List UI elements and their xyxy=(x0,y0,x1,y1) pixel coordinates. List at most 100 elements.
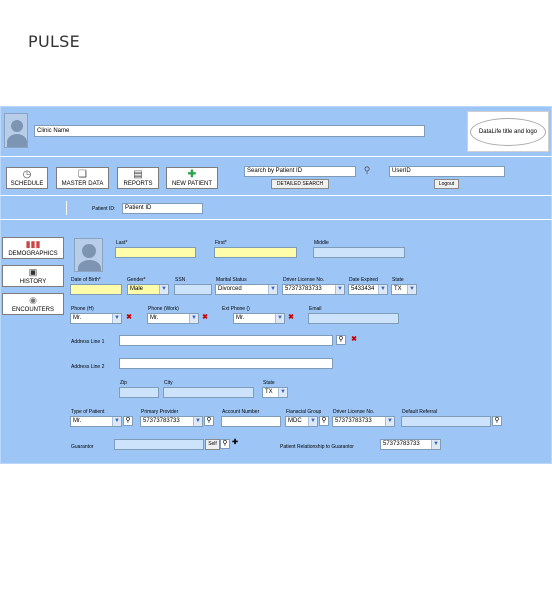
city-input[interactable] xyxy=(163,387,254,398)
chevron-down-icon[interactable]: ▼ xyxy=(308,417,317,426)
driver-license-select[interactable]: 57373783733 ▼ xyxy=(282,284,345,295)
new-patient-button[interactable]: ✚ NEW PATIENT xyxy=(166,167,218,189)
detailed-search-button[interactable]: DETAILED SEARCH xyxy=(271,179,329,189)
phone-work-select[interactable]: Mr. ▼ xyxy=(147,313,199,324)
chevron-down-icon[interactable]: ▼ xyxy=(431,440,440,449)
user-id-field[interactable]: UserID xyxy=(389,166,505,177)
date-expired-label: Date Expired xyxy=(349,277,378,283)
remove-phone-home-icon[interactable]: ✖ xyxy=(126,314,132,321)
select-value: Mr. xyxy=(73,315,82,321)
chevron-down-icon[interactable]: ▼ xyxy=(112,417,121,426)
address-line-2-label: Address Line 2 xyxy=(71,364,105,370)
divider xyxy=(0,195,552,196)
chevron-down-icon[interactable]: ▼ xyxy=(275,314,284,323)
add-icon[interactable]: ✚ xyxy=(232,439,238,446)
financial-group-label: Fianacial Group xyxy=(286,409,322,415)
chevron-down-icon[interactable]: ▼ xyxy=(189,314,198,323)
zip-input[interactable] xyxy=(119,387,159,398)
state-2-select[interactable]: TX ▼ xyxy=(262,387,288,398)
relationship-label: Patient Relationship to Guarantor xyxy=(280,444,354,450)
separator xyxy=(66,201,67,215)
default-referral-input[interactable] xyxy=(401,416,491,427)
state-2-label: State xyxy=(263,380,275,386)
driver-license-2-label: Driver License No. xyxy=(333,409,375,415)
select-value: 57373783733 xyxy=(335,418,372,424)
search-icon[interactable]: ⚲ xyxy=(220,439,230,449)
ext-phone-select[interactable]: Mr.▼ xyxy=(233,313,285,324)
patient-search-input[interactable]: Search by Patient ID xyxy=(244,166,356,177)
sidebar-demographics[interactable]: ▮▮▮ DEMOGRAPHICS xyxy=(2,237,64,259)
sidebar-history[interactable]: ▣ HISTORY xyxy=(2,265,64,287)
remove-ext-phone-icon[interactable]: ✖ xyxy=(288,314,294,321)
logo-box: DataLife title and logo xyxy=(467,111,549,152)
chevron-down-icon[interactable]: ▼ xyxy=(378,285,387,294)
guarantor-input[interactable] xyxy=(114,439,204,450)
patient-id-field[interactable]: Patient ID xyxy=(122,203,203,214)
select-value: 57373783733 xyxy=(285,286,322,292)
logout-button[interactable]: Logout xyxy=(434,179,459,189)
film-icon: ▣ xyxy=(28,267,38,277)
chevron-down-icon[interactable]: ▼ xyxy=(278,388,287,397)
address-line-1-input[interactable] xyxy=(119,335,333,346)
stethoscope-icon: ◉ xyxy=(29,295,37,305)
patient-photo-icon xyxy=(74,238,103,272)
select-value: Mr. xyxy=(73,418,82,424)
last-name-input[interactable] xyxy=(115,247,196,258)
dob-input[interactable] xyxy=(70,284,122,295)
relationship-select[interactable]: 57373783733▼ xyxy=(380,439,441,450)
dob-label: Date of Birth* xyxy=(71,277,101,283)
chevron-down-icon[interactable]: ▼ xyxy=(268,285,277,294)
city-label: City xyxy=(164,380,173,386)
schedule-button[interactable]: ◷ SCHEDULE xyxy=(6,167,48,189)
search-icon[interactable]: ⚲ xyxy=(363,165,371,175)
select-value: Male xyxy=(130,286,144,292)
address-line-2-input[interactable] xyxy=(119,358,333,369)
reports-button[interactable]: ▤ REPORTS xyxy=(117,167,159,189)
master-data-button[interactable]: ❏ MASTER DATA xyxy=(56,167,109,189)
email-input[interactable] xyxy=(308,313,399,324)
state-label: State xyxy=(392,277,404,283)
phone-home-select[interactable]: Mr. ▼ xyxy=(70,313,122,324)
primary-provider-select[interactable]: 57373783733▼ xyxy=(140,416,203,427)
remove-phone-work-icon[interactable]: ✖ xyxy=(202,314,208,321)
chevron-down-icon[interactable]: ▼ xyxy=(335,285,344,294)
marital-status-label: Marital Status xyxy=(216,277,247,283)
plus-circle-icon: ✚ xyxy=(187,169,197,180)
account-number-input[interactable] xyxy=(221,416,281,427)
chevron-down-icon[interactable]: ▼ xyxy=(385,417,394,426)
chevron-down-icon[interactable]: ▼ xyxy=(159,285,168,294)
chevron-down-icon[interactable]: ▼ xyxy=(193,417,202,426)
type-of-patient-label: Type of Patient xyxy=(71,409,105,415)
marital-status-select[interactable]: Divorced▼ xyxy=(215,284,278,295)
date-expired-select[interactable]: 5433434▼ xyxy=(348,284,388,295)
type-of-patient-select[interactable]: Mr. ▼ xyxy=(70,416,122,427)
patient-id-label: Patient ID: xyxy=(92,206,116,212)
document-icon: ▤ xyxy=(133,169,143,180)
account-number-label: Account Number xyxy=(222,409,260,415)
sidebar-encounters[interactable]: ◉ ENCOUNTERS xyxy=(2,293,64,315)
datalife-logo: DataLife title and logo xyxy=(470,118,546,146)
financial-group-select[interactable]: MDC▼ xyxy=(285,416,318,427)
gender-select[interactable]: Male ▼ xyxy=(127,284,169,295)
driver-license-2-select[interactable]: 57373783733 ▼ xyxy=(332,416,395,427)
chevron-down-icon[interactable]: ▼ xyxy=(112,314,121,323)
default-referral-label: Default Referral xyxy=(402,409,438,415)
ssn-label: SSN xyxy=(175,277,186,283)
middle-name-input[interactable] xyxy=(313,247,405,258)
search-icon[interactable]: ⚲ xyxy=(319,416,329,426)
select-value: TX xyxy=(394,286,402,292)
search-icon[interactable]: ⚲ xyxy=(336,335,346,345)
first-name-label: First* xyxy=(215,240,227,246)
ssn-input[interactable] xyxy=(174,284,212,295)
select-value: TX xyxy=(265,389,273,395)
search-icon[interactable]: ⚲ xyxy=(204,416,214,426)
self-button[interactable]: Self xyxy=(205,439,220,450)
remove-address-icon[interactable]: ✖ xyxy=(351,336,357,343)
first-name-input[interactable] xyxy=(214,247,297,258)
clinic-name-field[interactable]: Clinic Name xyxy=(34,125,425,137)
state-select[interactable]: TX ▼ xyxy=(391,284,417,295)
search-icon[interactable]: ⚲ xyxy=(123,416,133,426)
search-icon[interactable]: ⚲ xyxy=(492,416,502,426)
chevron-down-icon[interactable]: ▼ xyxy=(407,285,416,294)
select-value: Mr. xyxy=(150,315,159,321)
